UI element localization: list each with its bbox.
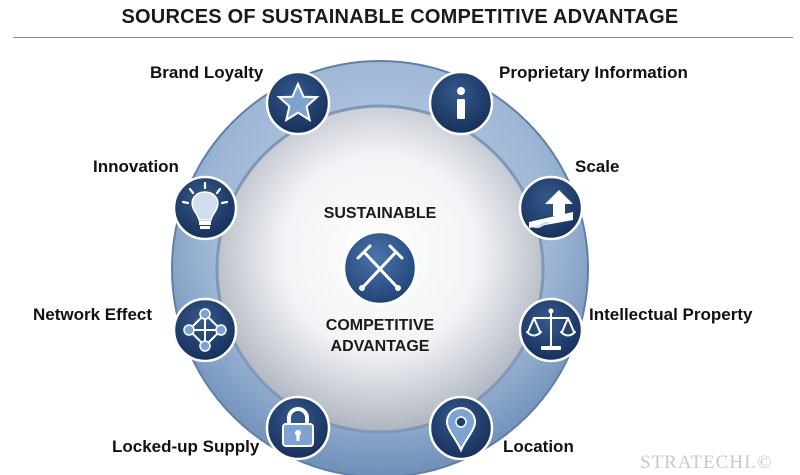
- scale-up-arrow-icon: [518, 175, 584, 241]
- info-icon: [428, 70, 494, 136]
- title-divider: [13, 37, 793, 38]
- label-locked-up-supply: Locked-up Supply: [112, 437, 260, 456]
- label-network-effect: Network Effect: [33, 305, 153, 324]
- center-top-text: SUSTAINABLE: [323, 205, 437, 222]
- label-scale: Scale: [575, 157, 620, 176]
- page-title: SOURCES OF SUSTAINABLE COMPETITIVE ADVAN…: [121, 6, 679, 28]
- center-bottom-line2: ADVANTAGE: [330, 338, 430, 355]
- label-proprietary-information: Proprietary Information: [499, 63, 688, 82]
- star-icon: [265, 70, 331, 136]
- justice-scale-icon: [518, 297, 584, 363]
- location-pin-icon: [428, 395, 494, 461]
- label-brand-loyalty: Brand Loyalty: [150, 63, 264, 82]
- center-bottom-text: COMPETITIVE ADVANTAGE: [290, 315, 470, 357]
- network-icon: [172, 297, 238, 363]
- crossed-swords-icon: [342, 230, 418, 306]
- label-innovation: Innovation: [93, 157, 179, 176]
- padlock-icon: [265, 395, 331, 461]
- label-intellectual-property: Intellectual Property: [589, 305, 753, 324]
- label-location: Location: [503, 437, 574, 456]
- lightbulb-icon: [172, 175, 238, 241]
- watermark: STRATECHI.©: [640, 452, 773, 473]
- center-bottom-line1: COMPETITIVE: [325, 317, 435, 334]
